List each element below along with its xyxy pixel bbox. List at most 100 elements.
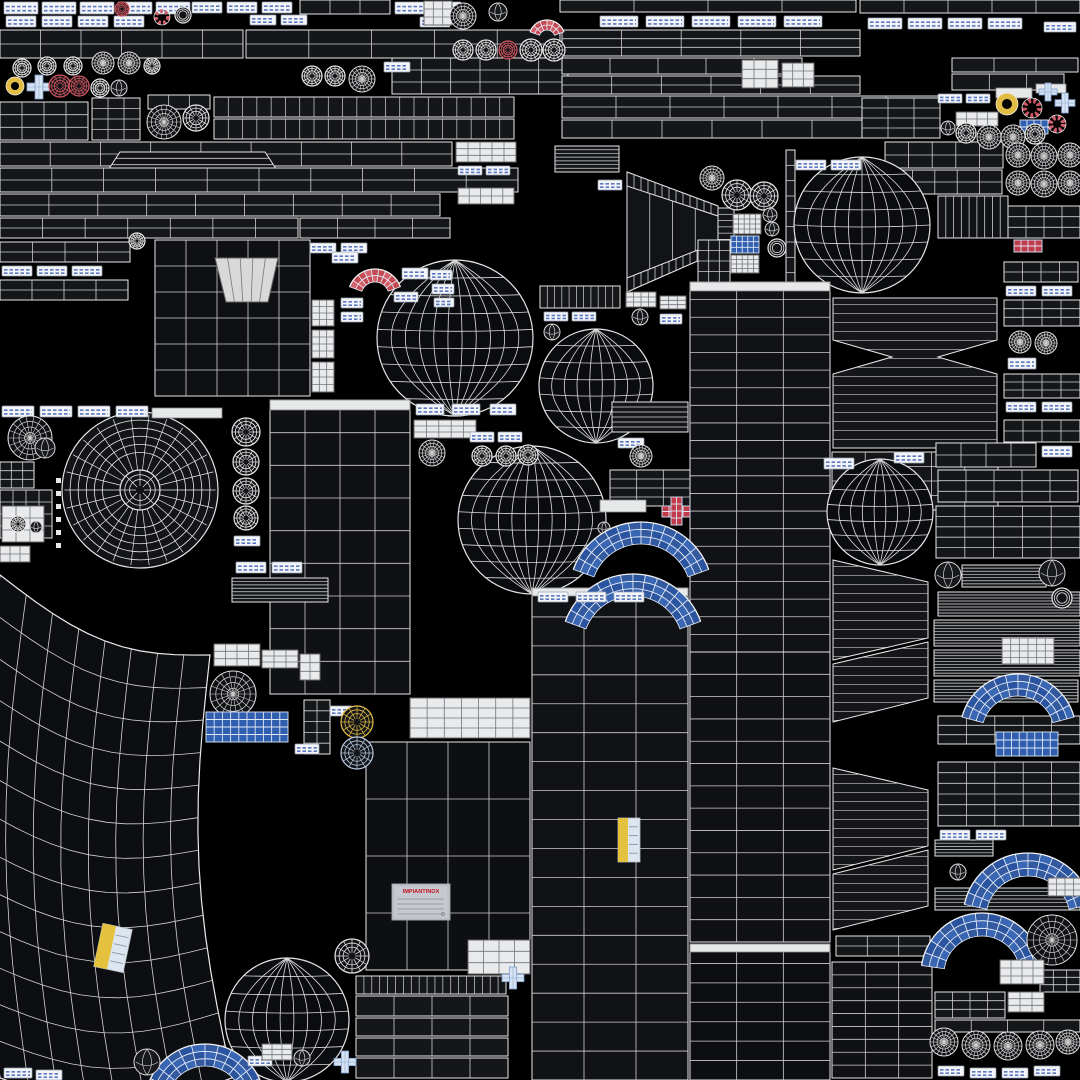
- radial-web-disk: [418, 439, 446, 467]
- trapezoid-panel: [626, 171, 719, 217]
- checker-arc-band: [564, 573, 702, 630]
- cross-connector: [501, 966, 525, 990]
- wheel-disk: [334, 938, 370, 974]
- grid-panel: [0, 167, 519, 193]
- label-chip-row: [191, 1, 293, 14]
- grid-panel: [0, 29, 244, 59]
- grid-panel: [299, 217, 451, 239]
- wheel-disk: [68, 75, 90, 97]
- label-chip: [969, 1067, 997, 1079]
- light-grid-panel: [467, 939, 531, 975]
- grid-panel: [831, 961, 933, 1079]
- wheel-disk: [324, 65, 346, 87]
- light-grid-panel: [457, 187, 515, 205]
- wheel-disk: [119, 469, 161, 511]
- label-chip-row: [795, 159, 862, 171]
- grid-panel: [561, 29, 861, 57]
- grid-panel: [1003, 299, 1080, 327]
- grid-panel: [689, 651, 831, 943]
- checker-arc-band: [572, 521, 710, 578]
- label-chip-row: [867, 17, 1023, 30]
- wheel-disk: [114, 1, 130, 17]
- grid-panel: [861, 97, 941, 139]
- wheel-disk: [174, 6, 192, 24]
- light-grid-panel: [0, 545, 31, 563]
- label-chip: [233, 535, 261, 547]
- ribbed-panel: [933, 619, 1080, 647]
- radial-web-disk: [91, 51, 115, 75]
- checker-arc-band: [529, 19, 565, 36]
- radial-web-disk: [993, 1031, 1023, 1061]
- wheel-disk: [721, 179, 753, 211]
- wheel-disk: [231, 417, 261, 447]
- small-sphere: [631, 308, 649, 326]
- radial-web-disk: [976, 124, 1002, 150]
- light-bar: [689, 281, 831, 292]
- checker-arc-band: [349, 268, 401, 292]
- label-chip: [383, 61, 411, 73]
- light-grid-panel: [311, 329, 335, 359]
- label-chip: [1033, 1065, 1061, 1077]
- light-grid-panel: [625, 291, 657, 308]
- grid-panel: [531, 587, 689, 1080]
- light-grid-panel: [1047, 877, 1080, 897]
- grid-panel: [935, 505, 1080, 559]
- curved-band-mesh: [0, 574, 233, 1080]
- label-chip-row: [543, 311, 597, 322]
- radial-web-disk: [1055, 1029, 1080, 1055]
- label-chip: [431, 283, 455, 295]
- warning-sticker: [617, 817, 641, 863]
- light-grid-panel: [261, 649, 299, 669]
- light-grid-panel: [455, 141, 517, 163]
- brand-plate-title: IMPIANTINOX: [403, 889, 440, 895]
- grid-panel: [559, 0, 857, 13]
- label-chip: [489, 403, 517, 416]
- label-chip: [1007, 357, 1037, 370]
- label-chip: [597, 179, 623, 191]
- checker-arc-band: [961, 673, 1075, 724]
- wheel-disk: [498, 40, 518, 60]
- label-chip: [893, 451, 925, 464]
- wheel-disk: [182, 104, 210, 132]
- grid-panel: [355, 1037, 509, 1057]
- grid-panel: [355, 1057, 509, 1079]
- label-chip-row: [1, 265, 103, 277]
- ribbed-panel: [213, 96, 515, 118]
- light-grid-panel: [311, 299, 335, 327]
- radial-web-disk: [929, 1027, 959, 1057]
- small-sphere: [1038, 559, 1066, 587]
- grid-panel: [299, 0, 391, 15]
- grid-panel: [561, 119, 863, 139]
- grid-panel: [1003, 419, 1080, 443]
- label-chip: [393, 291, 419, 303]
- wheel-disk: [767, 238, 787, 258]
- cross-connector: [1054, 92, 1076, 114]
- grid-panel: [689, 943, 831, 1080]
- wheel-disk: [495, 445, 517, 467]
- label-chip-row: [937, 93, 991, 104]
- radial-web-disk: [209, 670, 257, 718]
- wheel-disk: [471, 445, 493, 467]
- grid-panel: [0, 279, 129, 301]
- light-bar: [689, 943, 831, 953]
- uv-sphere-wireframe: [793, 156, 931, 294]
- ribbed-panel: [934, 839, 994, 857]
- wheel-disk: [340, 705, 374, 739]
- trapezoid-panel: [214, 257, 279, 303]
- light-grid-panel: [999, 959, 1045, 985]
- radial-web-disk: [629, 444, 653, 468]
- grid-panel: [835, 935, 931, 957]
- light-grid-panel: [730, 254, 760, 274]
- label-chip: [401, 267, 429, 280]
- ribbed-panel: [231, 577, 329, 603]
- uv-sphere-wireframe: [376, 259, 534, 417]
- checker-panel: [670, 496, 683, 526]
- label-chip: [340, 311, 364, 323]
- striped-panel: [832, 297, 998, 449]
- wheel-disk: [517, 444, 539, 466]
- grid-panel: [934, 1019, 1080, 1033]
- small-sphere: [762, 207, 778, 223]
- small-sphere: [940, 120, 956, 136]
- radial-web-disk: [1057, 170, 1080, 196]
- grid-panel: [355, 1017, 509, 1037]
